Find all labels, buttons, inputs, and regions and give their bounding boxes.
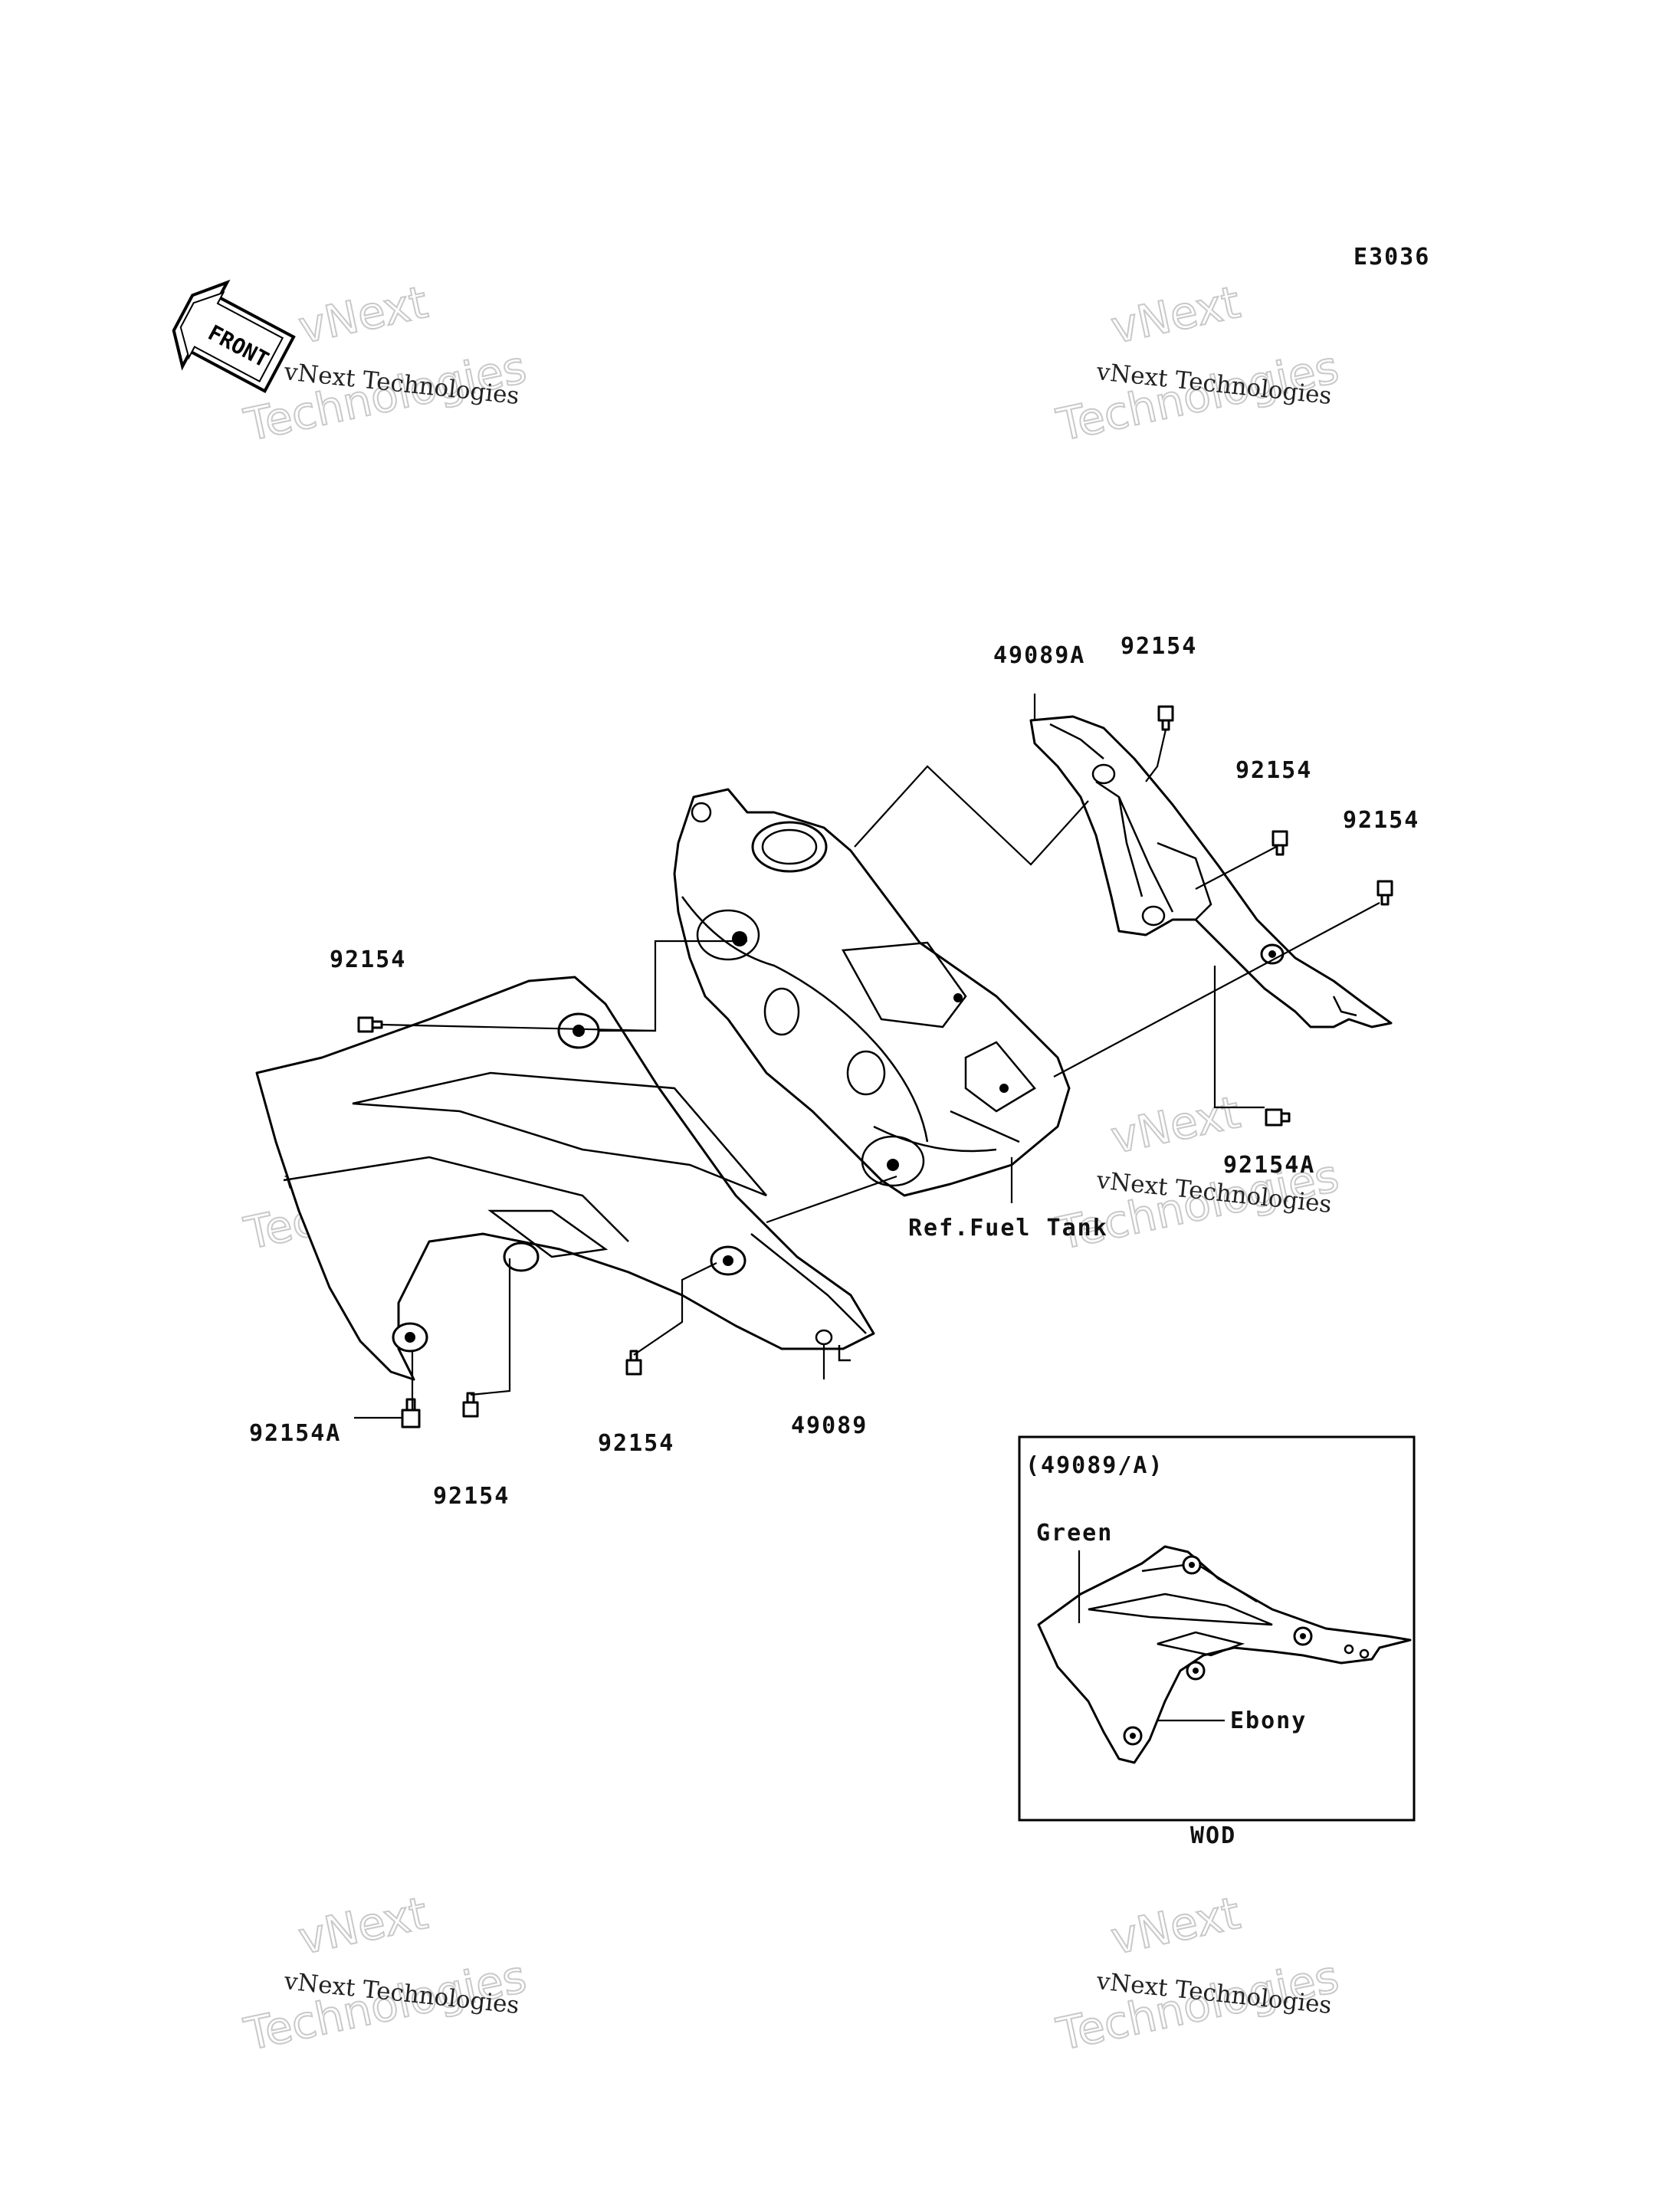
label-92154: 92154: [330, 946, 406, 973]
label-92154a: 92154A: [1223, 1152, 1315, 1179]
watermark-bottom-right: vNext Technologies vNext Technologies: [1052, 1886, 1344, 2062]
watermark-big-1: vNext: [294, 276, 432, 354]
inset-color-variants: (49089/A) Green Ebony WOD: [1018, 1435, 1416, 1849]
bolt-icon: [1271, 830, 1288, 856]
watermark-big-1: vNext: [294, 1887, 432, 1965]
label-ref-fuel-tank: Ref.Fuel Tank: [908, 1215, 1108, 1242]
watermark-big-1: vNext: [1107, 1887, 1245, 1965]
bolt-a-icon: [1265, 1108, 1291, 1127]
bolt-icon: [462, 1392, 479, 1418]
watermark-top-left: vNext Technologies vNext Technologies: [239, 275, 532, 452]
inset-caption: WOD: [1190, 1822, 1236, 1849]
inset-shroud-illustration: [1037, 1545, 1412, 1764]
label-92154: 92154: [1343, 807, 1419, 834]
watermark-top-right: vNext Technologies vNext Technologies: [1052, 275, 1344, 452]
watermark-big-1: vNext: [1107, 276, 1245, 354]
watermark-bottom-left: vNext Technologies vNext Technologies: [239, 1886, 532, 2062]
label-92154: 92154: [433, 1483, 510, 1510]
label-49089a: 49089A: [993, 642, 1085, 669]
bolt-icon: [357, 1016, 383, 1033]
bolt-icon: [1376, 880, 1393, 906]
inset-label-ebony: Ebony: [1230, 1707, 1307, 1734]
inset-label-green: Green: [1036, 1520, 1113, 1547]
label-92154a: 92154A: [249, 1420, 341, 1447]
inset-title: (49089/A): [1025, 1452, 1164, 1479]
bolt-icon: [1157, 705, 1174, 731]
front-direction-arrow-icon: FRONT: [172, 279, 296, 393]
shroud-right-49089a: [1029, 715, 1393, 1028]
fuel-tank-illustration: [673, 788, 1071, 1197]
label-92154: 92154: [1235, 757, 1312, 784]
bolt-a-icon: [401, 1398, 421, 1429]
label-92154: 92154: [1121, 633, 1197, 660]
shroud-left-49089: [255, 976, 875, 1381]
diagram-code: E3036: [1354, 244, 1430, 271]
label-49089: 49089: [791, 1412, 868, 1439]
bolt-icon: [625, 1350, 642, 1376]
label-92154: 92154: [598, 1430, 674, 1457]
